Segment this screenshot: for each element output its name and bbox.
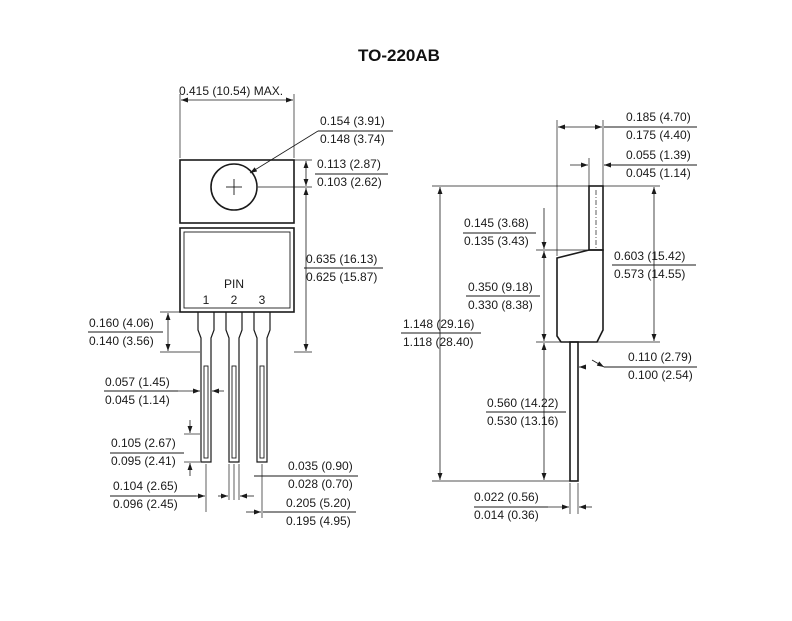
lead-2: [225, 312, 243, 463]
dim-lead-pitch-max: 0.105 (2.67): [111, 436, 176, 450]
dim-lead-len-max: 0.560 (14.22): [487, 396, 558, 410]
dim-pin-outer-min: 0.195 (4.95): [286, 514, 351, 528]
dim-lead-shoulder-min: 0.140 (3.56): [89, 334, 154, 348]
dim-pkg-thick-min: 0.175 (4.40): [626, 128, 691, 142]
pin-number-3: 3: [259, 293, 266, 307]
dim-mold-len-min: 0.330 (8.38): [468, 298, 533, 312]
dim-lead-offset-min: 0.100 (2.54): [628, 368, 693, 382]
pin-number-2: 2: [231, 293, 238, 307]
dim-tab-step-max: 0.145 (3.68): [464, 216, 529, 230]
dim-overall-len-max: 1.148 (29.16): [403, 317, 474, 331]
dim-tab-thick-min: 0.045 (1.14): [626, 166, 691, 180]
dim-overall-width: 0.415 (10.54) MAX.: [179, 84, 283, 98]
dim-tab-step-min: 0.135 (3.43): [464, 234, 529, 248]
dim-lead-shoulder-max: 0.160 (4.06): [89, 316, 154, 330]
side-view: 0.185 (4.70) 0.175 (4.40) 0.055 (1.39) 0…: [401, 110, 697, 522]
dim-tab-thick-max: 0.055 (1.39): [626, 148, 691, 162]
dim-lead-width-min: 0.028 (0.70): [288, 477, 353, 491]
side-molded-body: [556, 249, 604, 343]
dim-hole-pos-min: 0.103 (2.62): [317, 175, 382, 189]
dim-body-len-min: 0.625 (15.87): [306, 270, 377, 284]
dim-overall-len-min: 1.118 (28.40): [403, 335, 474, 349]
dim-lead-span-max: 0.104 (2.65): [113, 479, 178, 493]
dim-body-height-min: 0.573 (14.55): [614, 267, 685, 281]
lead-3: [253, 312, 271, 463]
dim-hole-pos-max: 0.113 (2.87): [317, 157, 381, 171]
pin-label: PIN: [224, 277, 244, 291]
lead-1: [197, 312, 215, 463]
dim-lead-width-wide-min: 0.045 (1.14): [105, 393, 170, 407]
dim-lead-offset-max: 0.110 (2.79): [628, 350, 692, 364]
dim-pin-outer-max: 0.205 (5.20): [286, 496, 351, 510]
plastic-body: [179, 227, 295, 313]
dim-hole-dia-min: 0.148 (3.74): [320, 132, 385, 146]
dim-lead-span-min: 0.096 (2.45): [113, 497, 178, 511]
dim-lead-len-min: 0.530 (13.16): [487, 414, 558, 428]
side-lead: [569, 341, 579, 482]
mounting-hole: [210, 163, 258, 211]
dim-hole-dia-max: 0.154 (3.91): [320, 114, 385, 128]
dim-lead-pitch-min: 0.095 (2.41): [111, 454, 176, 468]
dim-mold-len-max: 0.350 (9.18): [468, 280, 533, 294]
dim-lead-thick-max: 0.022 (0.56): [474, 490, 539, 504]
mounting-tab: [179, 159, 295, 224]
pin-number-1: 1: [203, 293, 210, 307]
dim-lead-thick-min: 0.014 (0.36): [474, 508, 539, 522]
dim-body-height-max: 0.603 (15.42): [614, 249, 685, 263]
dim-pkg-thick-max: 0.185 (4.70): [626, 110, 691, 124]
front-view: PIN 1 2 3 0.415 (10.54) MAX. 0.154 (3.91…: [88, 84, 393, 528]
drawing-title: TO-220AB: [358, 46, 440, 65]
dim-lead-width-wide-max: 0.057 (1.45): [105, 375, 170, 389]
dim-lead-width-max: 0.035 (0.90): [288, 459, 353, 473]
dim-body-len-max: 0.635 (16.13): [306, 252, 377, 266]
